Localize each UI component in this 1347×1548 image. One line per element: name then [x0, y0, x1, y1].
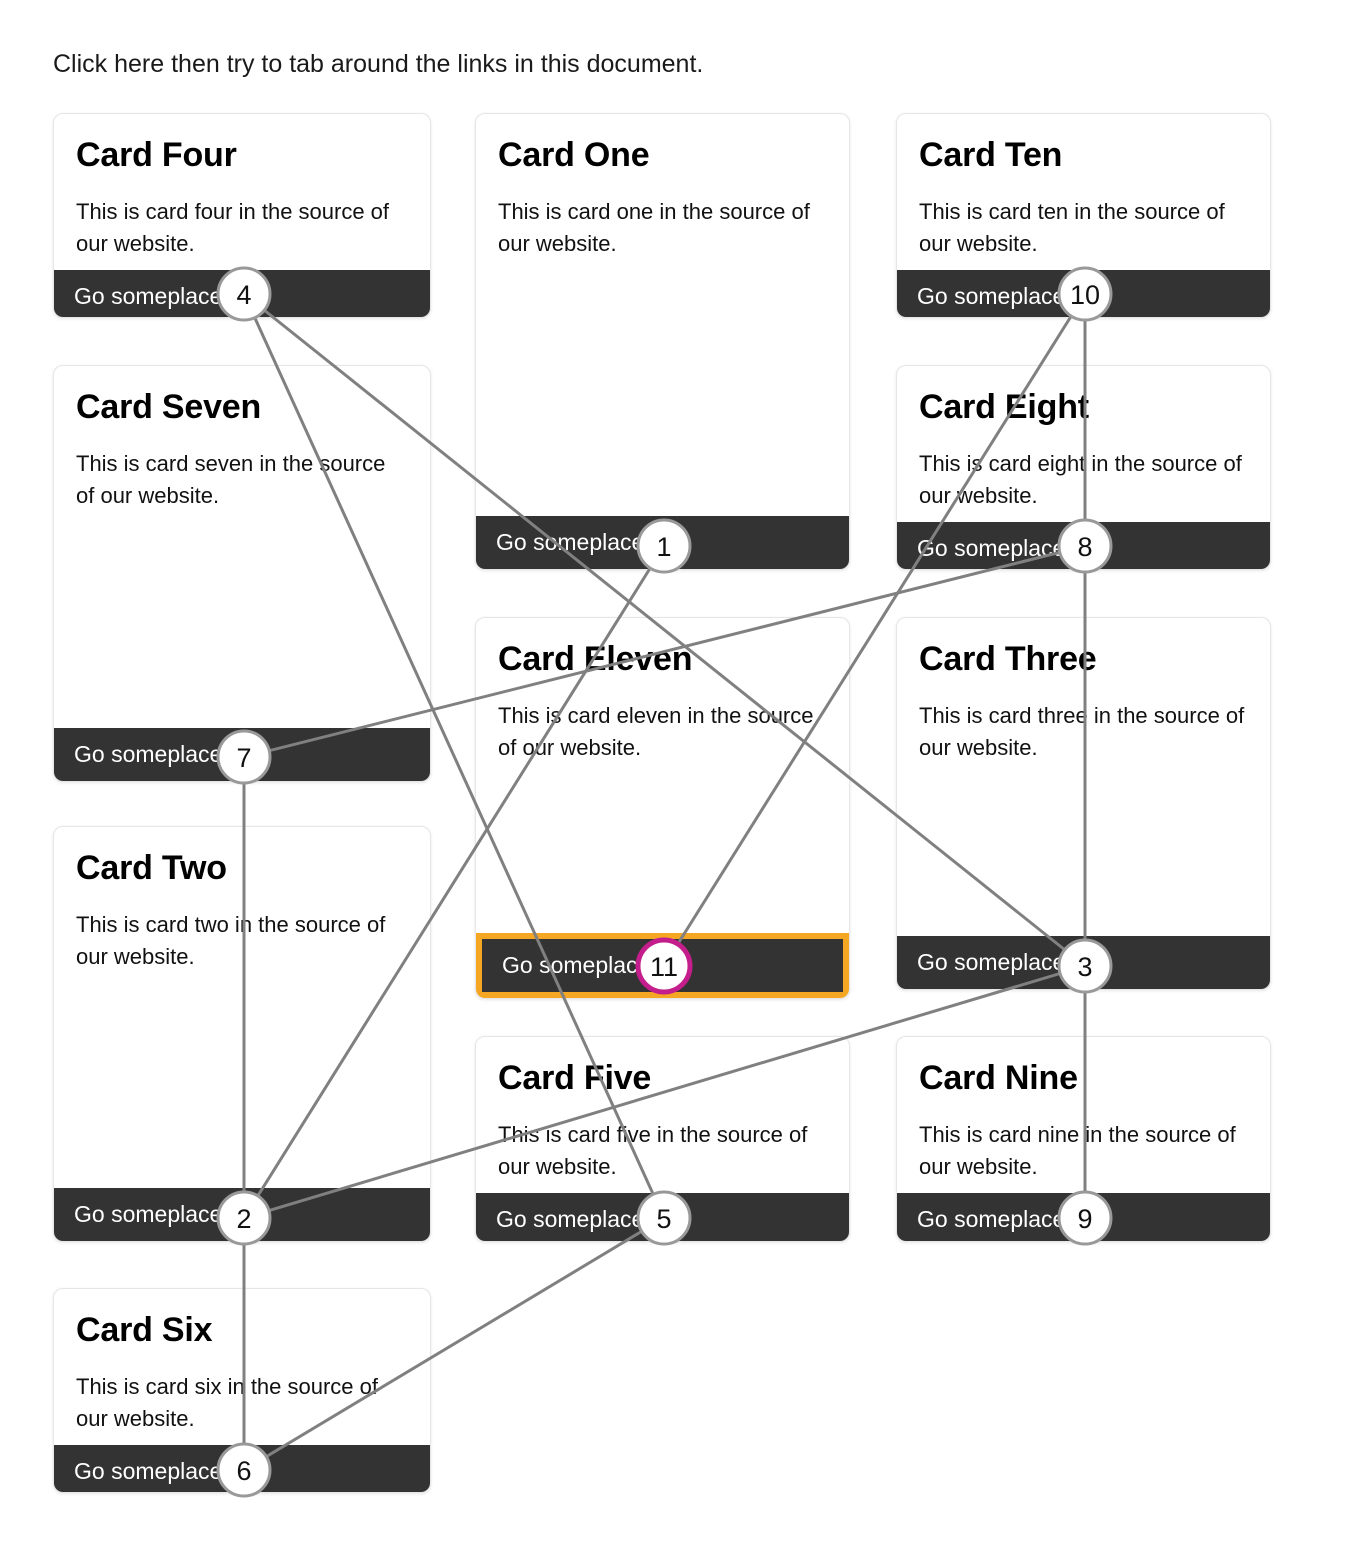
- card-description: This is card six in the source of our we…: [76, 1374, 379, 1431]
- card-footer: Go someplace: [54, 1444, 430, 1492]
- card-title: Card Eleven: [498, 640, 693, 678]
- card-title: Card One: [498, 136, 650, 174]
- card-footer: Go someplace: [476, 1192, 849, 1241]
- card-link-go-someplace[interactable]: Go someplace: [74, 741, 223, 767]
- card-description: This is card five in the source of our w…: [498, 1122, 808, 1179]
- card-description: This is card four in the source of our w…: [76, 199, 390, 256]
- card-title: Card Two: [76, 849, 227, 887]
- card-title: Card Ten: [919, 136, 1063, 174]
- card-link-go-someplace[interactable]: Go someplace: [917, 282, 1066, 309]
- card-footer: Go someplace: [54, 1188, 430, 1241]
- card-link-go-someplace[interactable]: Go someplace: [74, 1201, 223, 1227]
- card-link-go-someplace[interactable]: Go someplace: [74, 1457, 223, 1484]
- card-footer: Go someplace: [54, 269, 430, 317]
- card-link-go-someplace[interactable]: Go someplace: [496, 1205, 645, 1232]
- page-intro-text: Click here then try to tab around the li…: [53, 50, 704, 78]
- card-description: This is card three in the source of our …: [919, 703, 1245, 760]
- card-title: Card Three: [919, 640, 1097, 678]
- card-description: This is card nine in the source of our w…: [919, 1122, 1236, 1179]
- card-description: This is card ten in the source of our we…: [919, 199, 1225, 256]
- card-footer: Go someplace: [897, 521, 1270, 569]
- card-link-go-someplace[interactable]: Go someplace: [74, 282, 223, 309]
- card-footer: Go someplace: [897, 936, 1270, 989]
- card-title: Card Eight: [919, 388, 1089, 426]
- card-description: This is card two in the source of our we…: [76, 912, 386, 969]
- card-title: Card Seven: [76, 388, 262, 426]
- card-footer: Go someplace: [482, 939, 843, 992]
- card-footer: Go someplace: [897, 269, 1270, 317]
- card-title: Card Four: [76, 136, 237, 174]
- card-description: This is card eight in the source of our …: [919, 451, 1242, 508]
- focus-ring: Go someplace: [476, 933, 849, 998]
- card-footer: Go someplace: [54, 728, 430, 781]
- card-title: Card Five: [498, 1059, 652, 1097]
- card-title: Card Six: [76, 1311, 213, 1349]
- card-footer: Go someplace: [476, 516, 849, 569]
- card-title: Card Nine: [919, 1059, 1078, 1097]
- card-link-go-someplace[interactable]: Go someplace: [917, 534, 1066, 561]
- card-footer: Go someplace: [897, 1192, 1270, 1241]
- card-description: This is card one in the source of our we…: [498, 199, 810, 256]
- card-description: This is card seven in the source of our …: [76, 451, 386, 508]
- card-link-go-someplace[interactable]: Go someplace: [496, 529, 645, 555]
- card-link-go-someplace[interactable]: Go someplace: [502, 952, 651, 978]
- card-link-go-someplace[interactable]: Go someplace: [917, 949, 1066, 975]
- card-link-go-someplace[interactable]: Go someplace: [917, 1205, 1066, 1232]
- card-description: This is card eleven in the source of our…: [498, 703, 814, 760]
